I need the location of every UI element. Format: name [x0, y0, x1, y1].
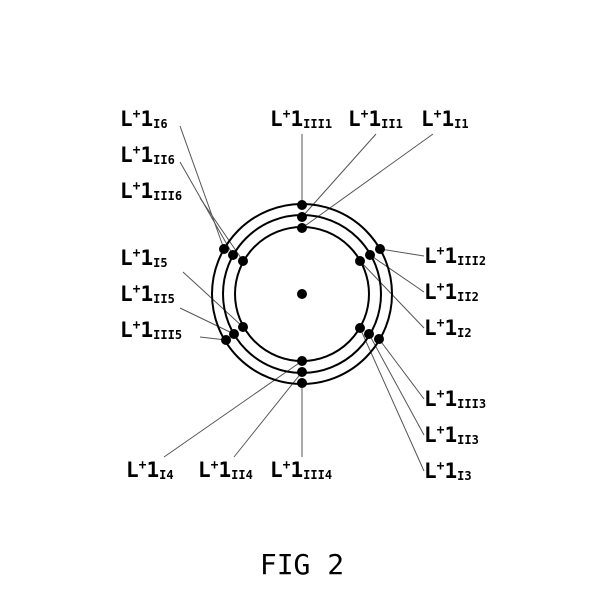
leader-line-i6 — [179, 125, 225, 250]
terminal-dot-i2 — [355, 256, 365, 266]
terminal-dot-iii3 — [374, 334, 384, 344]
terminal-dot-iii1 — [297, 200, 307, 210]
terminal-dot-iii6 — [238, 256, 248, 266]
leader-line-i4 — [163, 360, 303, 458]
terminal-label-iii3: L+1III3 — [424, 387, 486, 411]
leader-line-ii1 — [301, 133, 377, 218]
leader-line-ii4 — [233, 371, 303, 458]
terminal-dot-i4 — [297, 356, 307, 366]
terminal-label-i4: L+1I4 — [126, 458, 174, 482]
terminal-dots — [219, 200, 385, 388]
terminal-label-ii3: L+1II3 — [424, 423, 479, 447]
terminal-label-i2: L+1I2 — [424, 316, 472, 340]
leader-line-i1 — [301, 133, 434, 229]
terminal-dot-i6 — [219, 244, 229, 254]
terminal-dot-ii6 — [228, 250, 238, 260]
terminal-dot-i5 — [238, 322, 248, 332]
terminal-label-iii4: L+1III4 — [270, 458, 332, 482]
leader-lines — [163, 125, 434, 472]
leader-line-ii3 — [368, 333, 425, 436]
terminal-dot-ii5 — [229, 329, 239, 339]
terminal-dot-i1 — [297, 223, 307, 233]
terminal-label-ii4: L+1II4 — [198, 458, 253, 482]
leader-line-i3 — [359, 327, 425, 472]
terminal-label-i6: L+1I6 — [120, 107, 168, 131]
terminal-label-ii2: L+1II2 — [424, 280, 479, 304]
terminal-label-i1: L+1I1 — [421, 107, 469, 131]
terminal-dot-iii5 — [221, 335, 231, 345]
leader-line-ii5 — [179, 307, 235, 335]
terminal-label-iii5: L+1III5 — [120, 318, 182, 342]
leader-line-ii2 — [369, 254, 425, 293]
leader-line-iii2 — [379, 248, 425, 257]
leader-line-ii6 — [179, 161, 234, 256]
terminal-label-iii1: L+1III1 — [270, 107, 332, 131]
terminal-dot-iii2 — [375, 244, 385, 254]
terminal-label-i3: L+1I3 — [424, 459, 472, 483]
terminal-dot-ii1 — [297, 212, 307, 222]
terminal-label-ii6: L+1II6 — [120, 143, 175, 167]
terminal-label-iii2: L+1III2 — [424, 244, 486, 268]
terminal-dot-i3 — [355, 323, 365, 333]
terminal-label-ii1: L+1II1 — [348, 107, 403, 131]
terminal-label-iii6: L+1III6 — [120, 179, 182, 203]
figure-caption: FIG 2 — [260, 548, 344, 581]
terminal-dot-iii4 — [297, 378, 307, 388]
terminal-dot-ii2 — [365, 250, 375, 260]
terminal-dot-ii4 — [297, 367, 307, 377]
leader-line-iii3 — [378, 338, 425, 400]
terminal-dot-ii3 — [364, 329, 374, 339]
terminal-label-ii5: L+1II5 — [120, 282, 175, 306]
terminal-label-i5: L+1I5 — [120, 246, 168, 270]
center-dot — [297, 289, 307, 299]
